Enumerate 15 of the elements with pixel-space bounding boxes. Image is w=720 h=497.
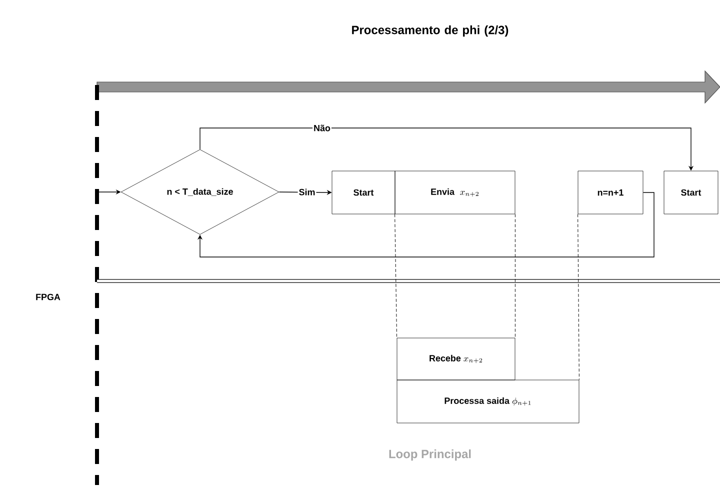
process-box: Envia $x_{n+2}$ [394,170,516,214]
edge-label: Não [312,124,332,132]
lane-label: FPGA [36,294,60,300]
title: Processamento de phi (2/3) [352,25,508,37]
edge-label: Sim [298,188,316,196]
process-box: Start [664,170,718,214]
connector-line [514,214,516,338]
section-label: Loop Principal [389,449,471,461]
connector-line [578,214,580,380]
process-box: Processa saida $\phi_{n+1}$ [396,380,580,424]
process-box: n=n+1 [578,170,644,214]
connector-line [394,214,398,338]
arrow [197,192,654,258]
process-box: Start [332,170,396,214]
process-box: Recebe $x_{n+2}$ [396,338,516,380]
